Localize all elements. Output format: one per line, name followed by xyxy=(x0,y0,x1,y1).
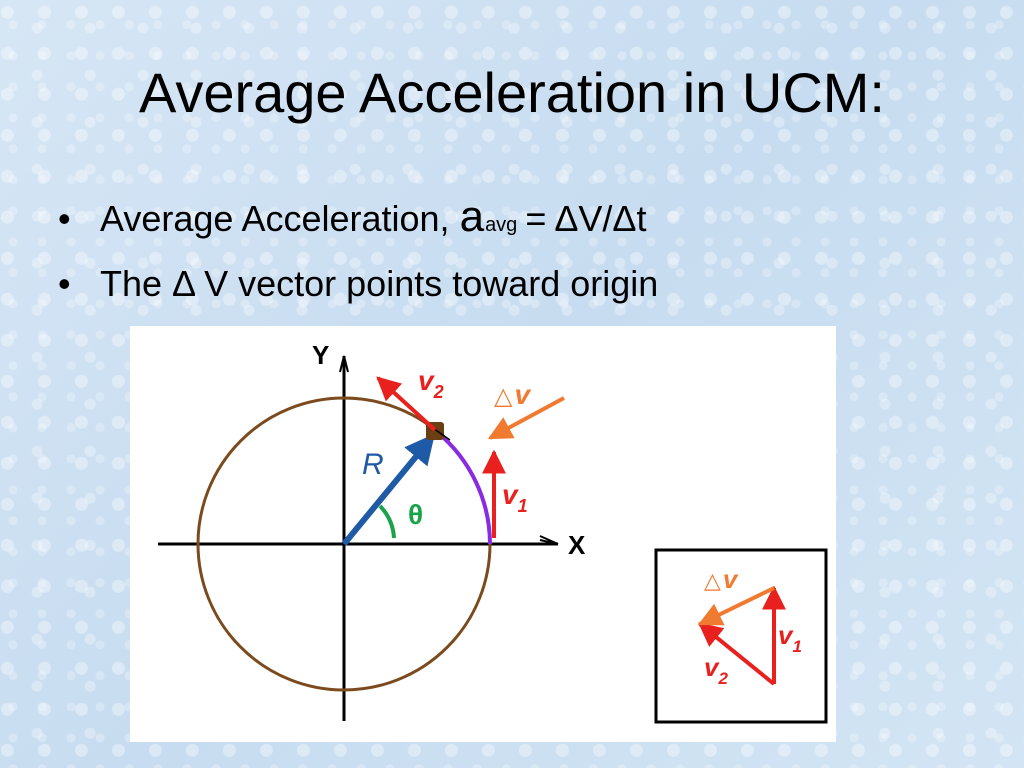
inset-v2-label: v2 xyxy=(704,652,728,688)
x-axis-label: X xyxy=(568,530,586,560)
inset-frame xyxy=(654,548,828,724)
radius-vector xyxy=(341,433,436,546)
bullet-1-prefix: Average Acceleration, xyxy=(100,198,450,239)
bullet-2-text: The Δ V vector points toward origin xyxy=(100,262,659,304)
v2-label: v2 xyxy=(418,365,444,402)
delta-v-vector xyxy=(487,396,565,440)
angle-label: θ xyxy=(408,499,423,530)
v2-vector xyxy=(376,376,437,432)
y-axis-tip xyxy=(339,355,349,373)
v1-label: v1 xyxy=(502,479,528,516)
bullet-marker: • xyxy=(58,262,71,304)
radius-label: R xyxy=(362,448,384,481)
bullet-1-subscript: avg xyxy=(485,214,518,236)
bullet-1-symbol: a xyxy=(459,192,485,241)
inset-delta-v-label: △v xyxy=(704,564,739,594)
inset-vector-triangle: △v v1 v2 xyxy=(654,548,828,724)
ucm-diagram: Y X R θ v2 v1 △v △v v1 v2 xyxy=(130,326,836,742)
slide-title: Average Acceleration in UCM: xyxy=(139,61,885,124)
angle-arc xyxy=(378,504,396,539)
x-axis-tip xyxy=(539,535,559,545)
bullet-marker: • xyxy=(58,198,71,239)
bullet-delta-v-direction: • The Δ V vector points toward origin xyxy=(58,263,658,304)
swept-arc xyxy=(435,430,492,545)
y-axis-label: Y xyxy=(312,340,329,370)
inset-v1-label: v1 xyxy=(778,620,802,656)
bullet-1-suffix: = ΔV/Δt xyxy=(525,198,647,239)
ucm-diagram-svg: Y X R θ v2 v1 △v △v v1 v2 xyxy=(158,340,828,724)
delta-v-label: △v xyxy=(494,379,531,410)
inset-delta-v-vector xyxy=(697,586,775,626)
inset-v2-vector xyxy=(698,622,776,686)
